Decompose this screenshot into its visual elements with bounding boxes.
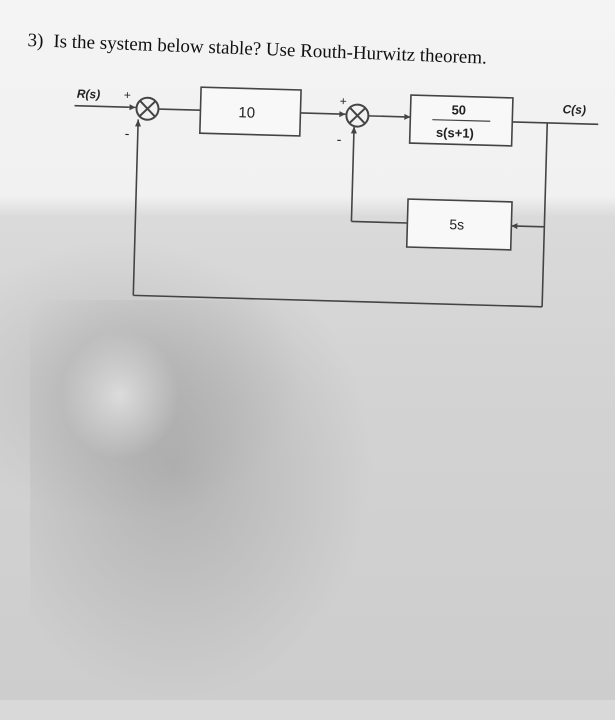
line-to-sum2 — [300, 112, 346, 116]
input-arrow — [129, 104, 136, 111]
line-to-plant — [368, 115, 411, 118]
feedback-value: 5s — [449, 216, 464, 232]
outer-feedback-bottom — [133, 294, 543, 308]
inner-feedback-arrow-in — [511, 223, 518, 230]
plant-numerator: 50 — [451, 102, 466, 117]
light-glare — [60, 330, 180, 460]
summing-junction-2 — [345, 103, 370, 128]
summing-junction-1 — [135, 96, 160, 121]
output-label: C(s) — [562, 102, 586, 117]
plant-arrow — [404, 113, 411, 120]
inner-feedback-bottom — [351, 220, 408, 224]
inner-feedback-arrow-up — [350, 126, 357, 134]
plant-denominator: s(s+1) — [436, 125, 474, 141]
outer-feedback-left — [132, 119, 139, 296]
outer-feedback-arrow — [134, 119, 141, 127]
inner-feedback-up — [350, 126, 355, 222]
sum1-minus-sign: - — [125, 125, 130, 141]
sum2-arrow — [339, 111, 346, 118]
sum1-plus-sign: + — [124, 88, 131, 102]
fraction-bar — [432, 119, 491, 122]
line-to-gain — [158, 108, 201, 111]
output-line — [512, 121, 599, 126]
outer-feedback-right — [541, 122, 549, 307]
sum2-minus-sign: - — [336, 131, 341, 147]
input-label: R(s) — [77, 87, 101, 102]
sum2-plus-sign: + — [340, 94, 347, 108]
block-diagram: R(s) + - + - 10 50 s(s+1) 5s C(s) — [74, 86, 599, 308]
gain-value: 10 — [238, 104, 255, 121]
input-line — [74, 104, 136, 109]
